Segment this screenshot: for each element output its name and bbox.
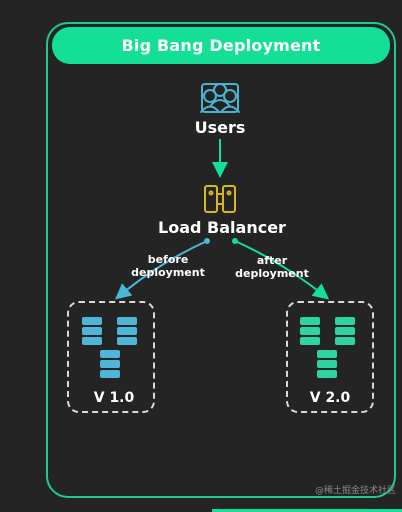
users-label: Users [194, 118, 246, 137]
after-deployment-label: after deployment [235, 254, 309, 280]
v2-label: V 2.0 [309, 390, 351, 406]
v1-label: V 1.0 [93, 390, 135, 406]
after-deployment-node [232, 238, 238, 244]
v2-deployment-group [286, 301, 374, 413]
users-group-icon [200, 83, 240, 113]
diagram-frame [46, 22, 396, 498]
before-deployment-arrow [114, 240, 208, 300]
diagram-title: Big Bang Deployment [52, 27, 390, 64]
after-deployment-arrow [234, 240, 330, 300]
watermark: @稀土掘金技术社区 [314, 486, 396, 496]
v2-server-stack-icon [300, 317, 355, 378]
load-balancer-icon [204, 185, 236, 213]
load-balancer-label: Load Balancer [158, 218, 286, 237]
v1-deployment-group [67, 301, 155, 413]
v1-server-stack-icon [82, 317, 137, 378]
bottom-accent-strip [212, 509, 402, 512]
before-deployment-node [204, 238, 210, 244]
before-deployment-label: before deployment [131, 253, 205, 279]
